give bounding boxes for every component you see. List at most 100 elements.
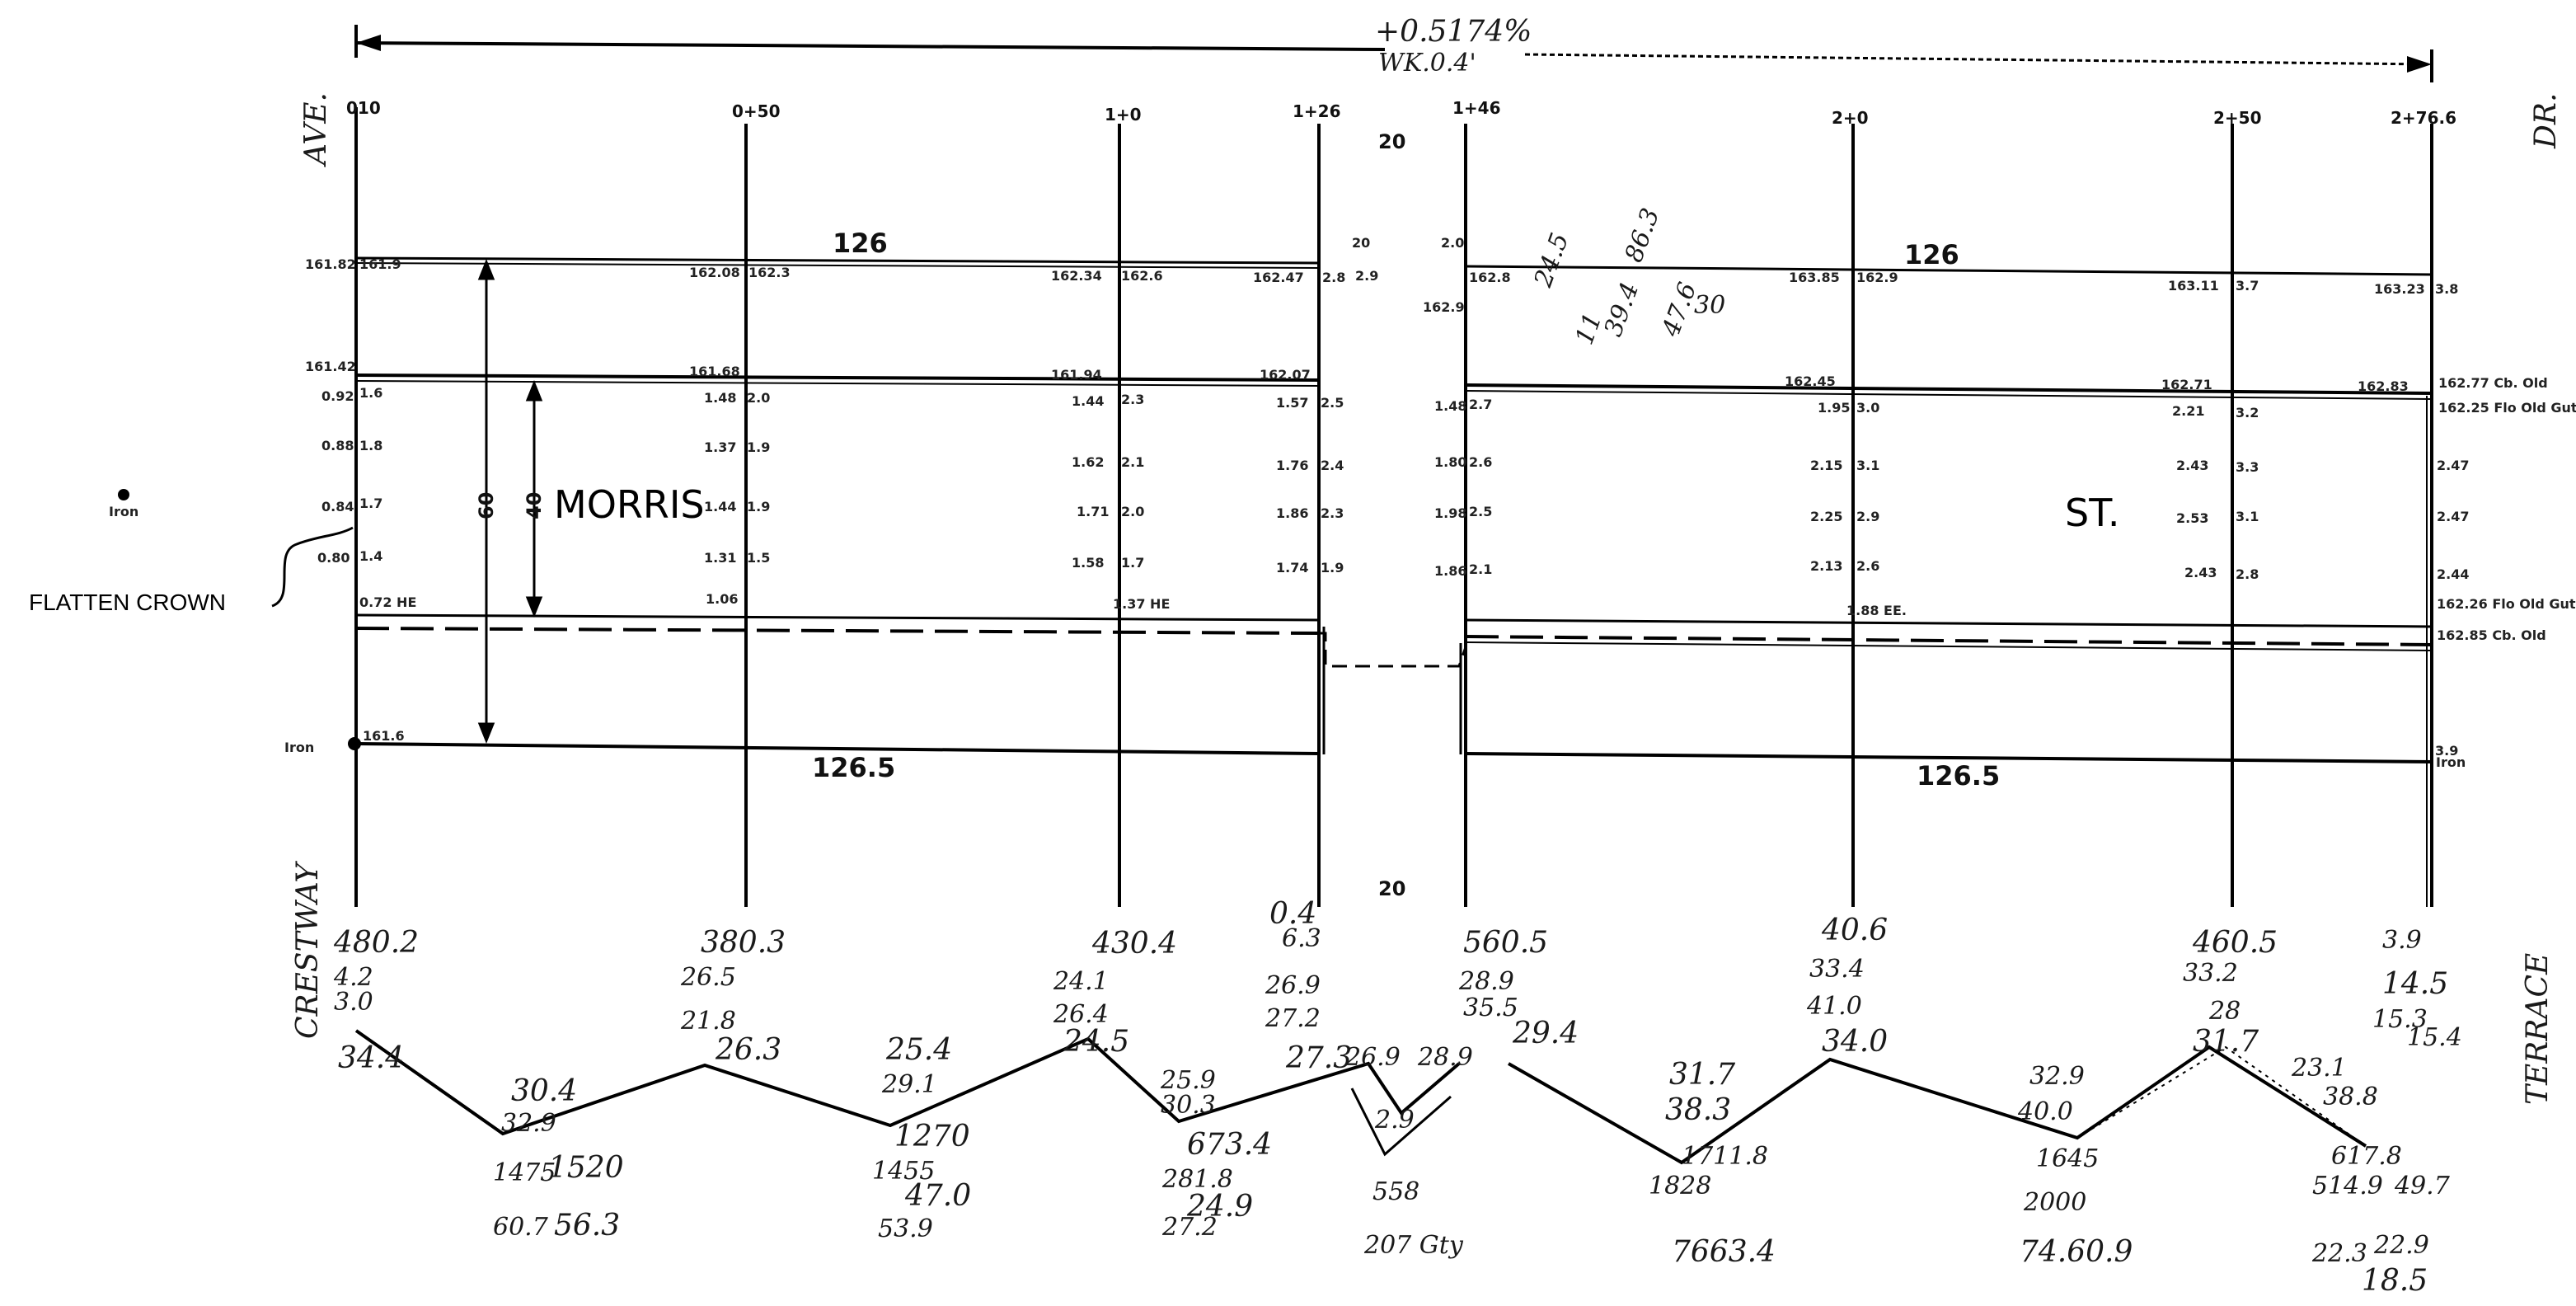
elev: 1.48 [1434, 398, 1466, 414]
elevation-row-5: 0.84 1.7 1.44 1.9 1.71 2.0 1.86 2.3 1.98… [321, 496, 2469, 526]
elev: 0.92 [321, 388, 354, 404]
hw: 33.4 [1809, 955, 1865, 984]
elev: 3.2 [2236, 405, 2259, 420]
elev: 162.85 Cb. Old [2437, 627, 2546, 643]
scale-label-top: 20 [1378, 130, 1405, 153]
hw: 41.0 [1806, 992, 1862, 1021]
hw: 47.0 [904, 1179, 971, 1213]
hw: 6.3 [1282, 924, 1321, 953]
elevation-row-1: 161.82 161.9 162.08 162.3 162.34 162.6 1… [305, 256, 2458, 315]
dim-60-arrow-top [477, 258, 495, 280]
sidewalk-line-right [1465, 752, 2433, 763]
station-label: 1+0 [1105, 105, 1142, 124]
elev: 1.7 [359, 496, 382, 511]
curb-line-left-2 [355, 380, 1320, 387]
header-arrow-head-right [2407, 56, 2432, 73]
hw: 53.9 [878, 1214, 933, 1243]
hw: 49.7 [2394, 1172, 2451, 1200]
top-line-left [355, 256, 1320, 265]
elev: 2.0 [1441, 235, 1464, 251]
hw: 28 [2208, 997, 2241, 1026]
hw: 40.0 [2017, 1097, 2073, 1126]
elev: 2.5 [1469, 504, 1492, 519]
note: 86.3 [1620, 204, 1666, 266]
elev: 162.45 [1785, 373, 1836, 389]
grade-note: WK.0.4' [1378, 49, 1476, 78]
dim-126-5-right: 126.5 [1917, 760, 2000, 792]
elev: 3.0 [1856, 400, 1879, 416]
dim-126-right: 126 [1904, 239, 1959, 270]
iron-label-left: Iron [109, 504, 138, 519]
elev: 162.77 Cb. Old [2438, 375, 2548, 391]
elev: 1.58 [1072, 555, 1104, 571]
hw: 74.60.9 [2020, 1235, 2133, 1269]
street-crestway: CRESTWAY [291, 861, 325, 1039]
curb-line-right [1465, 383, 2433, 395]
hw: 24.5 [1063, 1025, 1129, 1059]
elev: 2.21 [2172, 403, 2204, 419]
elev: 162.9 [1423, 299, 1465, 315]
elev: 162.9 [1856, 270, 1898, 285]
note: 39.4 [1599, 279, 1645, 341]
hw: 514.9 [2312, 1172, 2383, 1200]
elev: 162.71 [2161, 377, 2212, 392]
top-line-left-2 [355, 262, 1320, 269]
note: 30 [1694, 291, 1725, 320]
hw: 32.9 [2029, 1062, 2085, 1091]
elev: 0.84 [321, 499, 354, 514]
hw: 28.9 [1458, 967, 1514, 996]
elev: 3.3 [2236, 459, 2259, 475]
elev: 161.42 [305, 359, 356, 374]
station-label: 1+46 [1452, 98, 1501, 118]
elev: 161.9 [359, 256, 401, 272]
street-terrace: TERRACE [2521, 953, 2555, 1105]
hw: 0.4 [1269, 897, 1316, 931]
hw: 30.4 [511, 1074, 577, 1108]
note: 24.5 [1528, 229, 1574, 292]
hw: 4.2 [333, 963, 373, 992]
hw: 1828 [1649, 1172, 1711, 1200]
header-arrow-line-left [355, 41, 1386, 51]
elev: 1.8 [359, 438, 382, 453]
hw: 38.3 [1665, 1093, 1731, 1127]
elev: 0.80 [317, 550, 350, 566]
elev: 161.68 [689, 364, 740, 379]
gutter-grade-line-dotted [2076, 1045, 2367, 1147]
bottom-solid-right [1465, 618, 2433, 628]
station-label: 0+50 [732, 101, 781, 121]
iron-elev: 161.6 [363, 728, 405, 744]
elev: 2.9 [1355, 268, 1378, 284]
hw: 26.5 [680, 963, 736, 992]
hw: 3.9 [2382, 926, 2422, 955]
elev: 1.98 [1434, 505, 1466, 521]
hw: 34.4 [338, 1041, 404, 1075]
hw: 207 Gty [1363, 1231, 1464, 1260]
gutter-grade-line-right [1508, 1045, 2367, 1165]
catch-basin-v [1350, 1088, 1452, 1157]
dim-40-arrow-top [525, 379, 543, 402]
elev: 1.31 [704, 550, 736, 566]
street-morris: MORRIS [554, 482, 705, 527]
hw: 3.0 [334, 988, 373, 1017]
hw: 27.2 [1265, 1004, 1321, 1033]
elev: 1.62 [1072, 454, 1104, 470]
elev: 2.6 [1469, 454, 1492, 470]
hw: 60.7 [493, 1213, 549, 1242]
elev: 1.86 [1434, 563, 1466, 579]
handwritten-top-values: 480.2 4.2 3.0 34.4 380.3 26.5 21.8 26.3 … [333, 897, 2462, 1075]
sidewalk-line-left [355, 742, 1320, 755]
street-st: ST. [2065, 491, 2119, 535]
elev: 163.23 [2374, 281, 2425, 297]
hw: 56.3 [554, 1209, 620, 1243]
hw: 24.9 [1186, 1190, 1253, 1224]
elev: 2.53 [2176, 510, 2208, 526]
elev: 163.85 [1789, 270, 1840, 285]
hw: 22.9 [2373, 1231, 2429, 1260]
elev: 20 [1352, 235, 1370, 251]
iron-marker-left [118, 489, 129, 500]
hw: 14.5 [2382, 967, 2448, 1001]
elev: 2.8 [2236, 566, 2259, 582]
elev: 2.9 [1856, 509, 1879, 524]
hw: 31.7 [2193, 1025, 2259, 1059]
elev: 1.7 [1121, 555, 1144, 571]
